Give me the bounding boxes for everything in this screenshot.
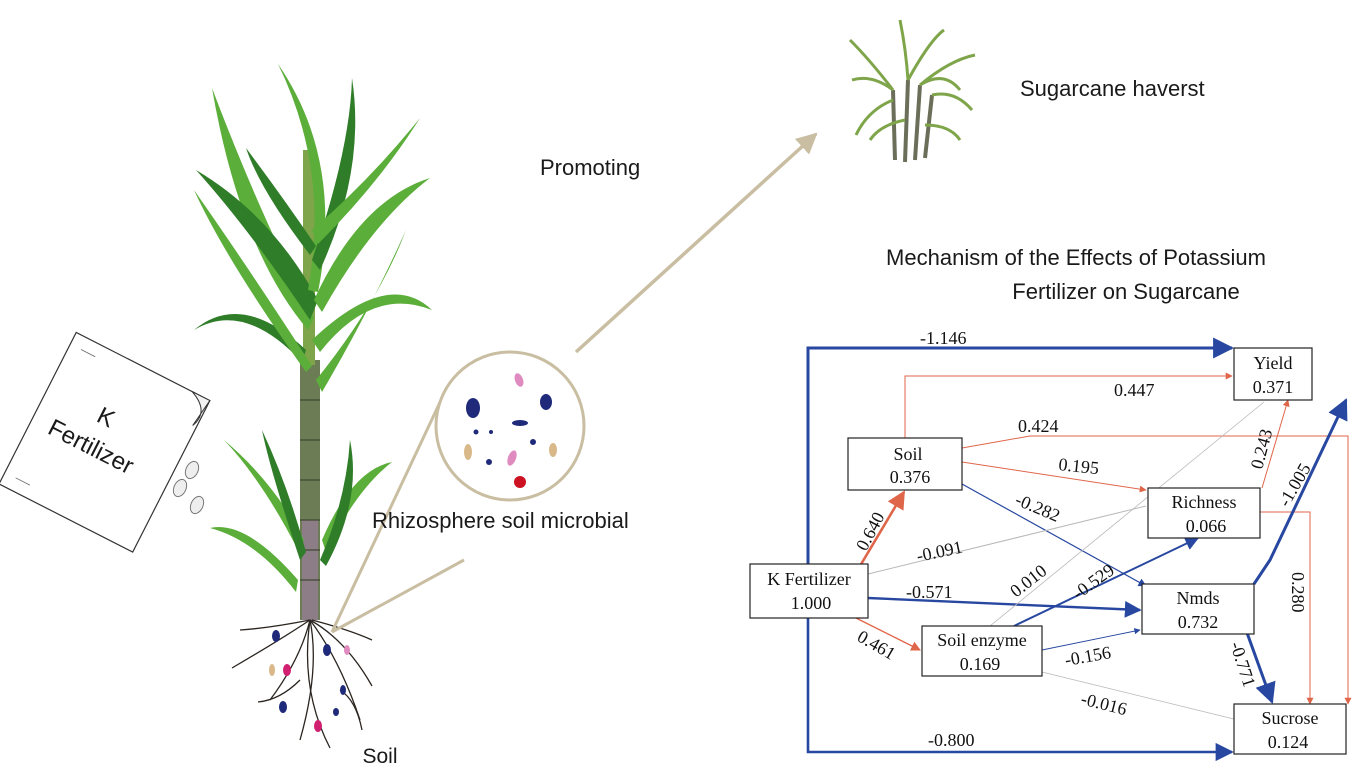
model-title-line1: Mechanism of the Effects of Potassium (886, 245, 1266, 270)
node-yield: Yield 0.371 (1233, 347, 1313, 401)
coef-k-richness: -0.091 (915, 537, 965, 566)
coef-soil-sucrose: 0.424 (1018, 416, 1059, 436)
node-soil: Soil 0.376 (847, 437, 963, 491)
coef-richness-yield: 0.243 (1247, 427, 1277, 471)
path-nmds-sucrose (1244, 629, 1276, 704)
coef-soil-nmds: -0.282 (1012, 489, 1063, 526)
node-sucrose: Sucrose 0.124 (1233, 703, 1347, 755)
path-k-soil (858, 490, 906, 567)
path-nmds-yield (1252, 398, 1348, 585)
node-nmds: Nmds 0.732 (1141, 583, 1255, 635)
node-k-fertilizer-value: 1.000 (791, 593, 832, 613)
coef-enzyme-richness: -0.529 (1069, 560, 1118, 604)
path-soil-nmds (961, 483, 1147, 587)
coef-nmds-sucrose: -0.771 (1226, 639, 1259, 689)
fertilizer-bag: K Fertilizer (0, 331, 211, 553)
promoting-arrow (574, 132, 818, 354)
node-yield-name: Yield (1254, 353, 1293, 373)
path-soil-yield (904, 372, 1233, 438)
soil-microbes (269, 630, 350, 732)
microbe-label: Rhizosphere soil microbial (372, 508, 629, 533)
coef-enzyme-sucrose: -0.016 (1079, 688, 1129, 719)
soil-label: Soil (362, 745, 397, 768)
coef-k-enzyme: 0.461 (854, 626, 899, 664)
node-soil-enzyme-name: Soil enzyme (937, 630, 1026, 650)
node-soil-value: 0.376 (890, 467, 931, 487)
path-soil-richness (961, 461, 1147, 493)
coef-enzyme-nmds: -0.156 (1063, 642, 1112, 670)
node-richness: Richness 0.066 (1147, 487, 1261, 539)
node-soil-enzyme: Soil enzyme 0.169 (921, 625, 1043, 677)
path-k-nmds (867, 596, 1142, 618)
node-soil-enzyme-value: 0.169 (960, 654, 1001, 674)
path-k-yield (806, 337, 1235, 580)
coef-soil-richness: 0.195 (1058, 454, 1100, 478)
node-sucrose-name: Sucrose (1262, 708, 1319, 728)
node-richness-value: 0.066 (1186, 516, 1227, 536)
harvest-sugarcane (848, 19, 976, 163)
microbe-circle (434, 350, 586, 502)
path-enzyme-sucrose (1041, 671, 1247, 723)
roots (231, 619, 373, 749)
zoom-lines (330, 397, 465, 634)
coef-richness-sucrose: 0.280 (1288, 572, 1308, 613)
coef-k-yield: -1.146 (920, 328, 967, 348)
path-k-richness (867, 505, 1147, 575)
sugarcane-plant (194, 64, 432, 620)
path-soil-sucrose (961, 435, 1352, 705)
path-enzyme-richness (1013, 537, 1200, 627)
coef-soil-yield: 0.447 (1114, 380, 1155, 400)
coef-k-sucrose: -0.800 (928, 730, 975, 750)
path-richness-sucrose (1260, 511, 1314, 705)
coef-nmds-yield: -1.005 (1274, 460, 1315, 510)
path-k-enzyme (851, 615, 921, 651)
fertilizer-granules (172, 460, 205, 515)
path-enzyme-yield (989, 401, 1265, 627)
model-title-line2: Fertilizer on Sugarcane (1012, 279, 1239, 304)
node-soil-name: Soil (893, 444, 922, 464)
node-k-fertilizer: K Fertilizer 1.000 (749, 563, 869, 619)
node-sucrose-value: 0.124 (1268, 732, 1309, 752)
node-yield-value: 0.371 (1253, 377, 1294, 397)
coef-k-nmds: -0.571 (906, 582, 953, 602)
coef-k-soil: 0.640 (852, 509, 889, 554)
harvest-label: Sugarcane haverst (1020, 76, 1205, 101)
node-k-fertilizer-name: K Fertilizer (767, 569, 850, 589)
model-paths (806, 337, 1352, 762)
node-richness-name: Richness (1172, 492, 1237, 512)
path-richness-yield (1261, 399, 1290, 489)
promoting-label: Promoting (540, 155, 640, 180)
path-k-sucrose (806, 580, 1234, 762)
node-nmds-value: 0.732 (1178, 612, 1219, 632)
node-nmds-name: Nmds (1176, 588, 1219, 608)
path-enzyme-nmds (1041, 628, 1141, 651)
